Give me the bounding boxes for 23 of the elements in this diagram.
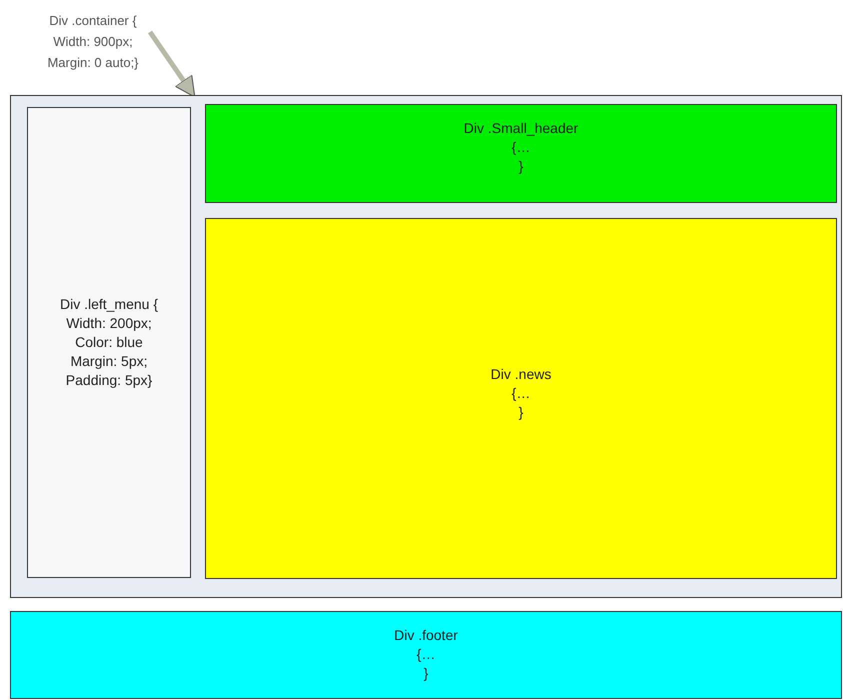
code-text: {… [512,138,530,157]
code-text: Padding: 5px} [66,371,152,390]
code-text: Div .footer [394,626,458,645]
code-text: Margin: 5px; [70,352,148,371]
div-box [27,107,191,578]
code-text: Width: 200px; [66,314,152,333]
code-text: } [424,664,428,683]
code-text: } [518,157,524,176]
div-box [205,218,837,579]
code-text: Div .news [490,365,552,384]
div-box [205,104,837,203]
code-text: Div .container { [49,12,137,30]
code-text: Width: 900px; [53,32,133,51]
arrow [148,30,196,98]
code-text: Color: blue [75,333,143,352]
code-text: Margin: 0 auto;} [47,54,139,72]
code-text: } [518,403,524,422]
div-box [10,611,842,699]
code-text: Div .left_menu { [60,295,158,314]
code-text: {… [416,645,436,664]
code-text: {… [512,384,530,403]
container-box [10,95,842,598]
code-text: Div .Small_header [464,119,578,138]
